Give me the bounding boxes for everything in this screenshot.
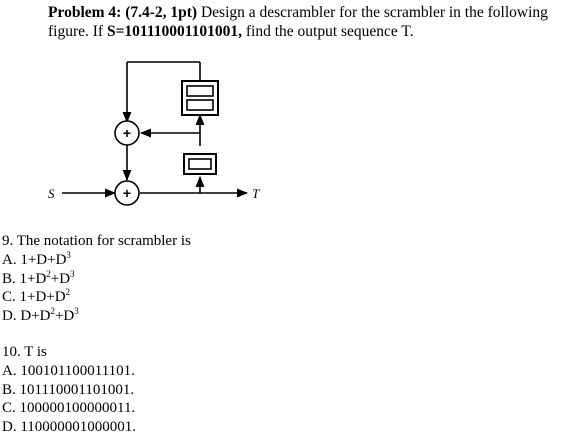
question-9-stem: 9. The notation for scrambler is	[2, 233, 191, 249]
delay-unit-upper-cell-2	[186, 99, 214, 111]
problem-statement: Problem 4: (7.4-2, 1pt) Design a descram…	[48, 3, 573, 41]
question-10: 10. T is A. 100101100011101. B. 10111000…	[2, 343, 136, 437]
question-10-option-c: C. 100000100000011.	[2, 400, 136, 417]
upper-adder-circle	[114, 120, 140, 146]
question-10-option-d: D. 110000001000001.	[2, 419, 137, 436]
input-label: S	[48, 186, 55, 201]
scrambler-diagram: + + S T	[48, 61, 260, 206]
problem-text-a: Design a descrambler for the scrambler i…	[48, 4, 548, 40]
delay-unit-upper-cell-1	[186, 85, 214, 97]
lower-adder-circle	[114, 180, 140, 206]
output-label: T	[252, 186, 260, 201]
problem-heading: Problem 4: (7.4-2, 1pt)	[48, 4, 198, 21]
question-10-option-a: A. 100101100011101.	[2, 362, 135, 379]
problem-sequence: S=101110001101001,	[106, 23, 242, 40]
question-10-option-b: B. 101110001101001.	[2, 381, 135, 398]
question-9-option-c: C. 1+D+D2	[2, 287, 71, 306]
question-9-option-d: D. D+D2+D3	[2, 306, 79, 325]
upper-adder-plus: +	[123, 125, 131, 141]
problem-text-b: find the output sequence T.	[241, 23, 414, 40]
question-9: 9. The notation for scrambler is A. 1+D+…	[2, 232, 191, 326]
question-10-stem: 10. T is	[2, 344, 47, 360]
question-9-option-a: A. 1+D+D3	[2, 249, 71, 268]
question-9-option-b: B. 1+D2+D3	[2, 268, 75, 287]
delay-unit-lower-cell	[188, 158, 212, 170]
lower-adder-plus: +	[123, 185, 131, 201]
